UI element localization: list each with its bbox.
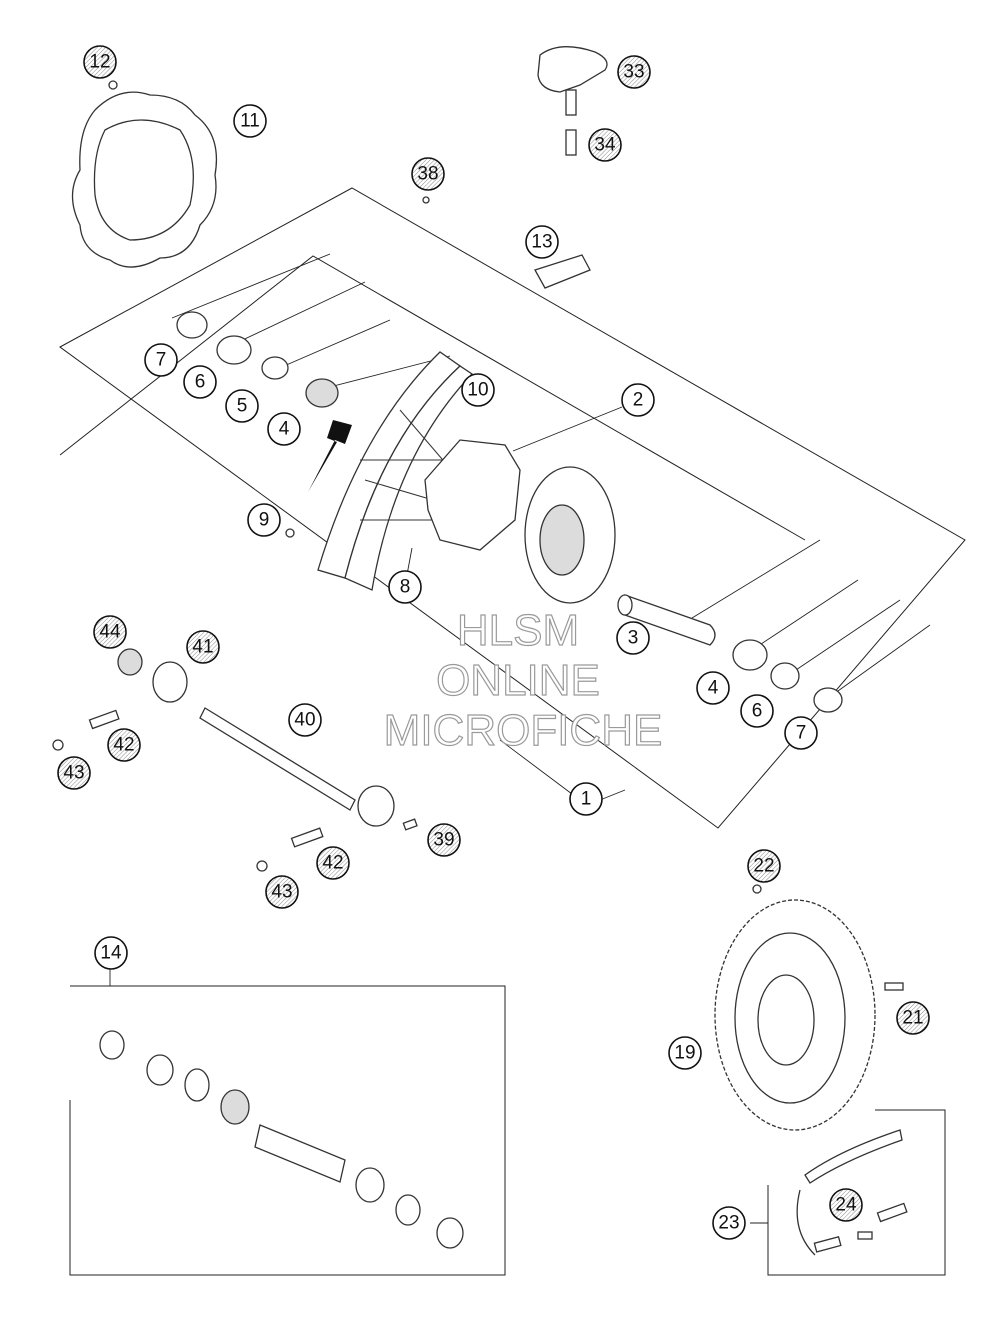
svg-text:22: 22 bbox=[753, 856, 774, 877]
rim-segment bbox=[308, 351, 474, 591]
svg-text:4: 4 bbox=[279, 419, 290, 440]
callout-43-right: 43 bbox=[265, 875, 299, 909]
spoke-nipple bbox=[285, 528, 295, 538]
chain-adjuster-right bbox=[256, 818, 418, 872]
watermark-line3: MICROFICHE bbox=[384, 706, 663, 755]
valve-cap-assembly bbox=[537, 46, 608, 156]
watermark: HLSM ONLINE MICROFICHE bbox=[383, 605, 663, 755]
rotation-arrow bbox=[308, 420, 352, 492]
callout-5: 5 bbox=[225, 389, 259, 423]
callout-6-right: 6 bbox=[740, 694, 774, 728]
callout-22: 22 bbox=[747, 849, 781, 883]
callout-1: 1 bbox=[569, 782, 603, 816]
callout-10: 10 bbox=[461, 373, 495, 407]
callout-42-left: 42 bbox=[107, 728, 141, 762]
bearing-kit-parts bbox=[99, 1030, 464, 1249]
callout-14: 14 bbox=[94, 936, 128, 970]
svg-text:11: 11 bbox=[240, 111, 260, 132]
svg-text:44: 44 bbox=[99, 622, 121, 643]
svg-text:13: 13 bbox=[531, 232, 552, 253]
callout-19: 19 bbox=[668, 1036, 702, 1070]
callout-7-right: 7 bbox=[784, 716, 818, 750]
svg-text:5: 5 bbox=[237, 396, 248, 417]
callout-24: 24 bbox=[829, 1188, 863, 1222]
callout-42-right: 42 bbox=[316, 846, 350, 880]
callouts: 12 11 33 34 38 13 7 6 5 4 10 2 9 8 3 44 … bbox=[57, 45, 930, 1240]
svg-text:42: 42 bbox=[113, 735, 134, 756]
svg-text:42: 42 bbox=[322, 853, 343, 874]
rear-sprocket bbox=[714, 884, 904, 1131]
svg-text:3: 3 bbox=[628, 628, 639, 649]
svg-text:6: 6 bbox=[195, 372, 206, 393]
callout-38: 38 bbox=[411, 157, 445, 191]
brake-disc bbox=[71, 80, 218, 268]
svg-text:40: 40 bbox=[294, 710, 315, 731]
callout-13: 13 bbox=[525, 225, 559, 259]
bearing-kit-frame bbox=[69, 985, 506, 1276]
svg-text:2: 2 bbox=[633, 390, 644, 411]
part-38 bbox=[422, 196, 430, 204]
callout-41: 41 bbox=[186, 630, 220, 664]
svg-text:10: 10 bbox=[467, 380, 488, 401]
callout-33: 33 bbox=[617, 55, 651, 89]
left-hub-parts bbox=[176, 311, 339, 408]
svg-text:7: 7 bbox=[156, 350, 167, 371]
callout-43-left: 43 bbox=[57, 756, 91, 790]
svg-text:8: 8 bbox=[400, 577, 411, 598]
callout-21: 21 bbox=[896, 1001, 930, 1035]
callout-6-left: 6 bbox=[183, 365, 217, 399]
axle-spacer-tube bbox=[617, 594, 716, 646]
axle-nut-parts bbox=[117, 648, 188, 703]
callout-34: 34 bbox=[588, 128, 622, 162]
svg-text:6: 6 bbox=[752, 701, 763, 722]
callout-44: 44 bbox=[93, 615, 127, 649]
callout-8: 8 bbox=[388, 570, 422, 604]
wheel-axle bbox=[199, 707, 395, 827]
hub-inner-frame bbox=[59, 255, 806, 541]
svg-text:19: 19 bbox=[674, 1043, 695, 1064]
wheel-assembly-frame bbox=[59, 187, 966, 829]
callout-7-left: 7 bbox=[144, 343, 178, 377]
svg-text:43: 43 bbox=[63, 763, 84, 784]
svg-text:34: 34 bbox=[594, 135, 616, 156]
svg-text:23: 23 bbox=[718, 1213, 739, 1234]
right-hub-parts bbox=[732, 639, 843, 713]
svg-text:4: 4 bbox=[708, 678, 719, 699]
svg-text:14: 14 bbox=[100, 943, 122, 964]
callout-4-left: 4 bbox=[267, 412, 301, 446]
chain-adjuster-left bbox=[52, 709, 120, 751]
svg-text:21: 21 bbox=[902, 1008, 923, 1029]
callout-12: 12 bbox=[83, 45, 117, 79]
drive-chain bbox=[796, 1129, 908, 1256]
svg-text:12: 12 bbox=[89, 52, 110, 73]
rim-sticker bbox=[534, 254, 591, 289]
svg-text:24: 24 bbox=[835, 1195, 857, 1216]
watermark-line2: ONLINE bbox=[436, 656, 600, 705]
svg-text:38: 38 bbox=[417, 164, 438, 185]
callout-4-right: 4 bbox=[696, 671, 730, 705]
callout-3: 3 bbox=[616, 621, 650, 655]
svg-text:43: 43 bbox=[271, 882, 292, 903]
chain-frame bbox=[767, 1109, 946, 1276]
wheel-hub bbox=[424, 439, 616, 604]
svg-text:1: 1 bbox=[581, 789, 592, 810]
callout-40: 40 bbox=[288, 703, 322, 737]
svg-text:39: 39 bbox=[433, 830, 454, 851]
svg-text:7: 7 bbox=[796, 723, 807, 744]
callout-9: 9 bbox=[247, 503, 281, 537]
callout-39: 39 bbox=[427, 823, 461, 857]
leader-lines bbox=[109, 253, 931, 1224]
callout-11: 11 bbox=[233, 104, 267, 138]
svg-text:33: 33 bbox=[623, 62, 644, 83]
svg-text:9: 9 bbox=[259, 510, 270, 531]
callout-23: 23 bbox=[712, 1206, 746, 1240]
watermark-line1: HLSM bbox=[457, 606, 579, 655]
callout-2: 2 bbox=[621, 383, 655, 417]
svg-text:41: 41 bbox=[192, 637, 213, 658]
